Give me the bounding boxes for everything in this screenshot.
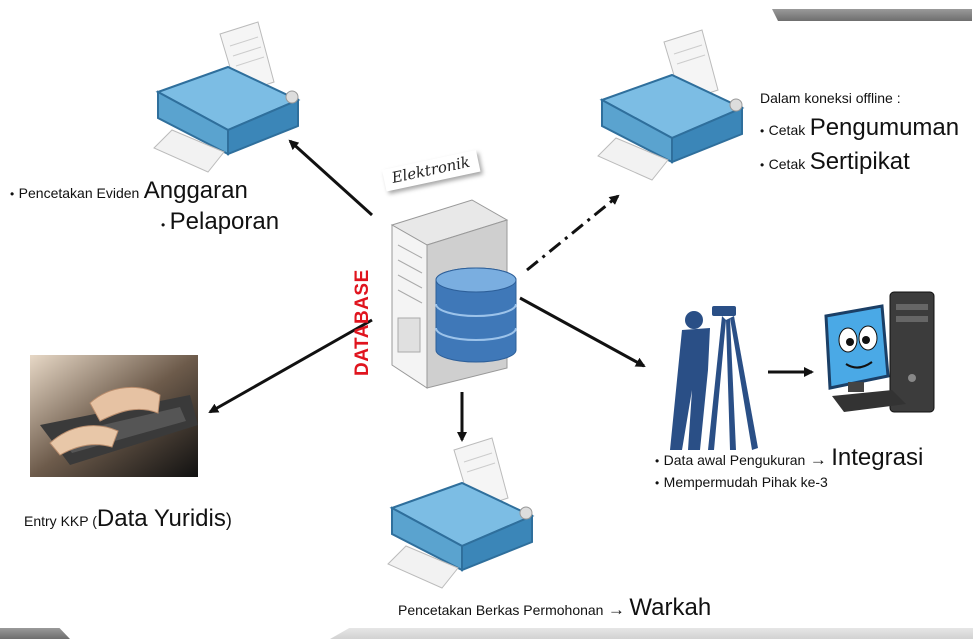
pelaporan-text: Pelaporan	[169, 208, 280, 235]
arrow-to-surveyor	[519, 296, 646, 368]
bottom-line: Pencetakan Berkas Permohonan → Warkah	[398, 594, 711, 622]
right-line2: • Mempermudah Pihak ke-3	[655, 474, 828, 490]
right-line1: • Data awal Pengukuran → Integrasi	[655, 444, 924, 471]
data-yuridis-text: Data Yuridis	[96, 505, 226, 532]
entry-kkp-close: )	[225, 510, 232, 530]
warkah-text: Warkah	[629, 594, 712, 621]
sertipikat-text: Sertipikat	[809, 148, 910, 175]
cetak-label-2: Cetak	[768, 156, 806, 172]
pengumuman-text: Pengumuman	[809, 114, 960, 141]
corner-bar-top-right	[772, 9, 972, 21]
entry-kkp-text: Entry KKP (	[24, 513, 97, 529]
anggaran-text: Anggaran	[143, 177, 248, 204]
arrow-glyph: →	[809, 450, 827, 469]
eviden-small-text: Pencetakan Eviden	[18, 185, 140, 201]
arrow-to-top-right-printer	[526, 194, 620, 272]
cetak-label-1: Cetak	[768, 122, 806, 138]
entry-kkp-line: Entry KKP (Data Yuridis)	[24, 505, 232, 533]
database-label: DATABASE	[352, 269, 373, 376]
berkas-text: Pencetakan Berkas Permohonan	[398, 602, 604, 618]
top-left-line1: • Pencetakan Eviden Anggaran	[10, 177, 248, 204]
arrow-to-laptop	[208, 318, 373, 414]
arrow-to-top-left-printer	[288, 139, 374, 217]
corner-bar-bottom-right	[330, 628, 973, 639]
offline-heading: Dalam koneksi offline :	[760, 90, 901, 106]
integrasi-text: Integrasi	[831, 444, 924, 471]
data-awal-text: Data awal Pengukuran	[663, 452, 806, 468]
top-right-item1: • Cetak Pengumuman	[760, 114, 960, 141]
pihak-ketiga-text: Mempermudah Pihak ke-3	[663, 474, 828, 490]
top-left-line2: • Pelaporan	[161, 208, 280, 235]
corner-bar-bottom-left	[0, 628, 70, 639]
top-right-item2: • Cetak Sertipikat	[760, 148, 910, 175]
arrow-glyph: →	[607, 600, 625, 619]
